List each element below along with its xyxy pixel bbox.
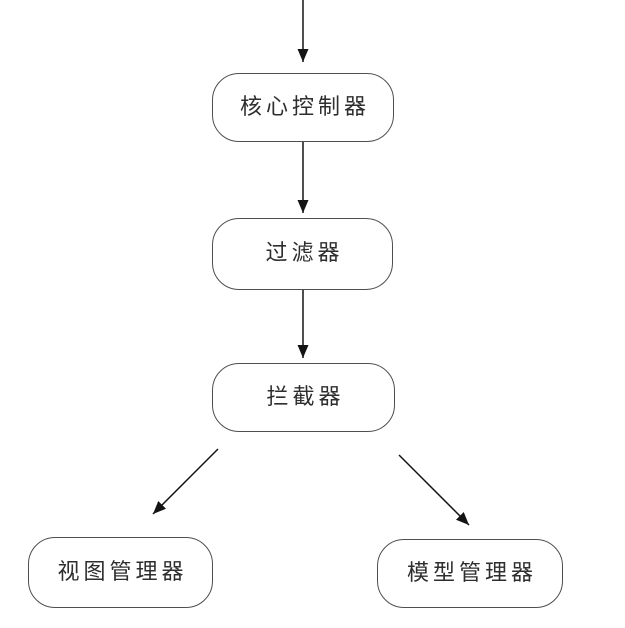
node-model-manager: 模型管理器 [377, 539, 563, 608]
node-interceptor-label: 拦截器 [266, 384, 345, 410]
node-model-manager-label: 模型管理器 [406, 560, 537, 586]
node-view-manager: 视图管理器 [28, 537, 213, 608]
edge-interceptor-to-model-manager [398, 454, 470, 526]
node-filter: 过滤器 [212, 218, 393, 290]
node-interceptor: 拦截器 [212, 363, 395, 432]
node-core-controller: 核心控制器 [212, 73, 394, 142]
node-core-controller-label: 核心控制器 [239, 94, 370, 120]
edge-interceptor-to-view-manager [152, 448, 219, 515]
node-filter-label: 过滤器 [265, 241, 344, 266]
node-view-manager-label: 视图管理器 [57, 559, 188, 585]
